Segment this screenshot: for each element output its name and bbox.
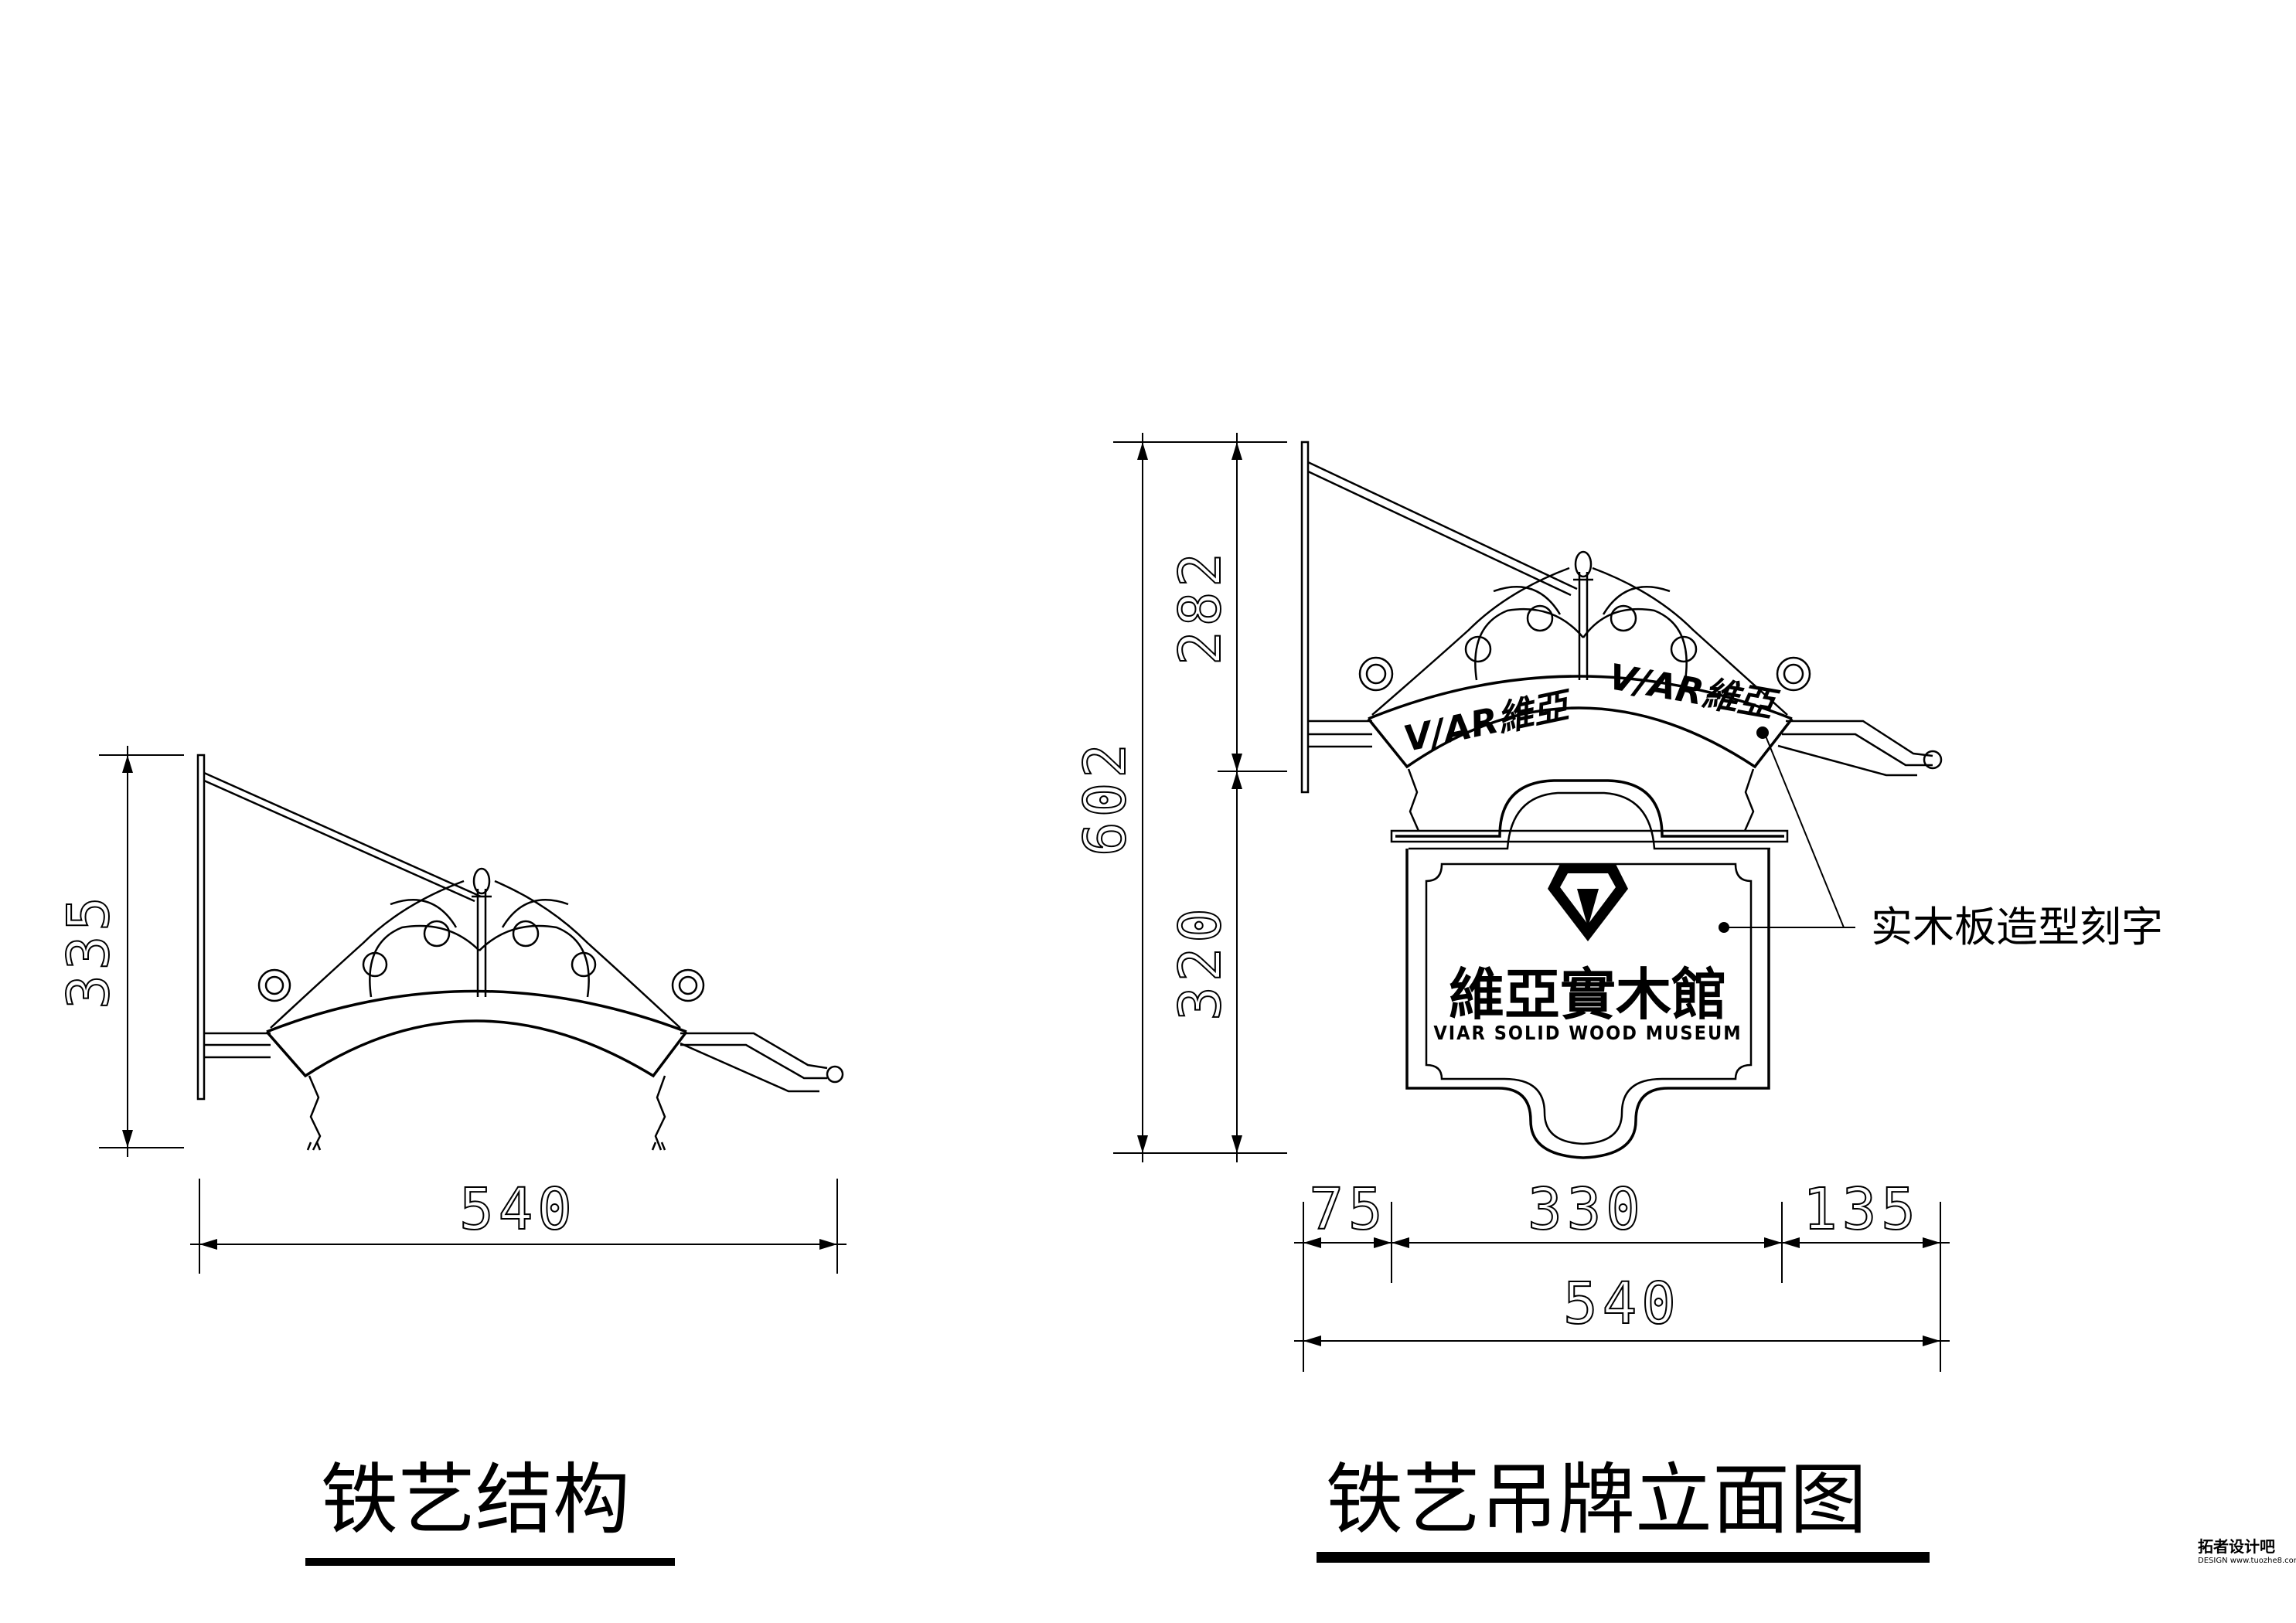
banner-text-left: V/AR維亞 xyxy=(1400,683,1577,760)
banner-text-right: V/AR維亞 xyxy=(1606,655,1782,726)
callout-note: 实木板造型刻字 xyxy=(1871,903,2163,951)
left-width-dimension: 540 xyxy=(190,1176,847,1274)
callout: 实木板造型刻字 xyxy=(1724,733,2163,951)
right-seg-right-label: 135 xyxy=(1803,1176,1920,1243)
watermark-line2: DESIGN www.tuozhe8.com xyxy=(2198,1557,2296,1565)
left-title-block: 铁艺结构 xyxy=(305,1455,675,1566)
left-height-dimension: 335 xyxy=(55,746,184,1157)
watermark: 拓者设计吧 DESIGN www.tuozhe8.com xyxy=(2198,1537,2296,1565)
sign-name-cn: 維亞實木館 xyxy=(1449,962,1727,1027)
brand-logo-icon xyxy=(1548,864,1628,941)
right-lower-height-label: 320 xyxy=(1167,903,1234,1021)
right-title: 铁艺吊牌立面图 xyxy=(1326,1455,1867,1545)
left-width-label: 540 xyxy=(459,1176,577,1243)
right-height-dimensions: 602 282 320 xyxy=(1071,433,1287,1162)
right-seg-left-label: 75 xyxy=(1309,1176,1387,1243)
right-width-label: 540 xyxy=(1563,1271,1681,1337)
banner-dot xyxy=(1756,726,1769,739)
right-hanging-sign: V/AR維亞 V/AR維亞 xyxy=(1300,441,1943,1159)
sign-name-en: VIAR SOLID WOOD MUSEUM xyxy=(1433,1022,1742,1044)
right-total-height-label: 602 xyxy=(1072,739,1139,856)
right-width-dimensions: 75 330 135 540 xyxy=(1294,1176,1950,1372)
right-seg-mid-label: 330 xyxy=(1528,1176,1645,1243)
right-title-block: 铁艺吊牌立面图 xyxy=(1317,1455,1930,1563)
watermark-line1: 拓者设计吧 xyxy=(2198,1537,2275,1556)
right-upper-height-label: 282 xyxy=(1167,548,1234,665)
left-iron-structure xyxy=(196,754,844,1151)
left-height-label: 335 xyxy=(56,892,122,1009)
left-title: 铁艺结构 xyxy=(321,1455,630,1545)
